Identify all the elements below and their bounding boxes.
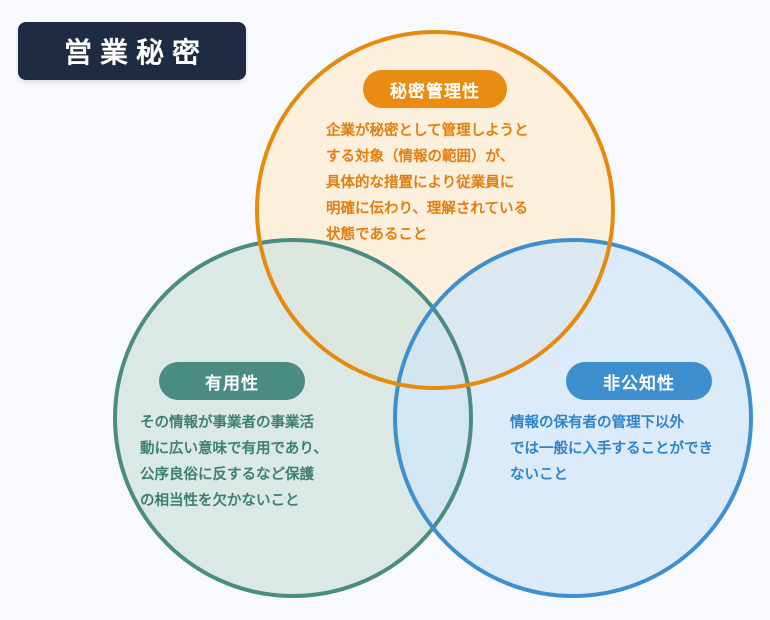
desc-line: 企業が秘密として管理しようと — [326, 123, 529, 139]
circle-usefulness-fill — [115, 240, 471, 596]
venn-outlines — [113, 30, 753, 598]
desc-line: の相当性を欠かないこと — [140, 493, 300, 509]
desc-line: 情報の保有者の管理下以外 — [510, 415, 684, 431]
desc-line: ないこと — [510, 467, 568, 483]
desc-line: 明確に伝わり、理解されている — [326, 201, 528, 217]
circle-secrecy-outline — [255, 30, 615, 390]
venn-fills — [115, 32, 751, 596]
circle-non-public-fill — [395, 240, 751, 596]
desc-secrecy-management: 企業が秘密として管理しようと する対象（情報の範囲）が、 具体的な措置により従業… — [326, 118, 529, 248]
desc-line: する対象（情報の範囲）が、 — [326, 149, 515, 165]
desc-usefulness: その情報が事業者の事業活 動に広い意味で有用であり、 公序良俗に反するなど保護 … — [140, 410, 328, 514]
desc-line: 状態であること — [326, 227, 428, 243]
desc-line: では一般に入手することができ — [510, 441, 713, 457]
label-non-public: 非公知性 — [566, 362, 712, 400]
circle-non-public-outline — [393, 238, 753, 598]
label-usefulness: 有用性 — [159, 362, 305, 400]
title-badge: 営業秘密 — [18, 22, 246, 80]
desc-line: 動に広い意味で有用であり、 — [140, 441, 328, 457]
page-title: 営業秘密 — [63, 36, 208, 69]
desc-line: その情報が事業者の事業活 — [140, 415, 314, 431]
circle-usefulness-outline — [113, 238, 473, 598]
desc-line: 具体的な措置により従業員に — [326, 175, 515, 191]
desc-non-public: 情報の保有者の管理下以外 では一般に入手することができ ないこと — [510, 410, 713, 488]
label-secrecy-management: 秘密管理性 — [363, 70, 507, 108]
desc-line: 公序良俗に反するなど保護 — [140, 467, 314, 483]
